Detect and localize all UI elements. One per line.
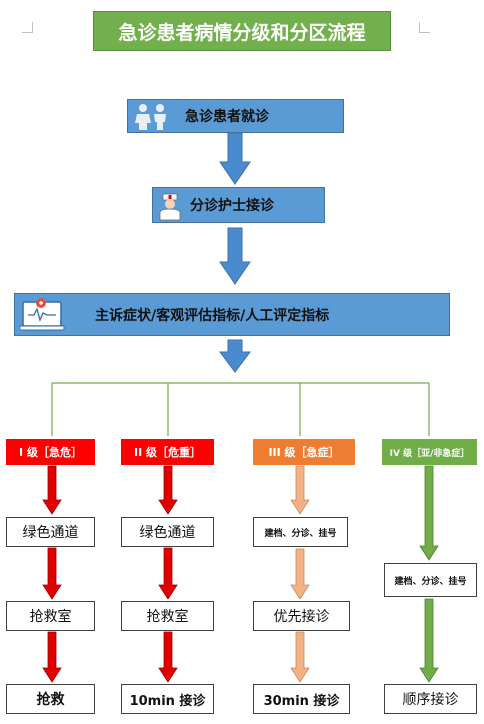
salmon-arrow (290, 631, 310, 683)
red-arrow (42, 465, 62, 515)
level-1-step-rescue: 抢救 (6, 684, 95, 714)
nurse-icon (159, 193, 181, 221)
red-arrow (158, 631, 178, 683)
level-3-step-priority: 优先接诊 (253, 601, 350, 631)
flow-step-label: 分诊护士接诊 (190, 198, 274, 214)
level-4-step-register: 建档、分诊、挂号 (384, 563, 477, 597)
monitor-icon (20, 298, 65, 331)
level-4-step-sequential: 顺序接诊 (384, 684, 477, 714)
green-arrow (419, 598, 439, 683)
page-corner-mark (419, 22, 430, 33)
flow-box-patient-visit: 急诊患者就诊 (127, 99, 344, 133)
level-2-header: II 级［危重］ (121, 439, 214, 465)
red-arrow (42, 547, 62, 600)
flow-box-assessment: 主诉症状/客观评估指标/人工评定指标 (14, 293, 450, 336)
flow-arrow (219, 339, 251, 373)
level-2-step-resus-room: 抢救室 (121, 601, 214, 631)
people-icon (135, 104, 166, 130)
flow-arrow (219, 227, 251, 285)
page-corner-mark (22, 22, 33, 33)
level-2-step-10min: 10min 接诊 (121, 684, 214, 714)
salmon-arrow (290, 548, 310, 600)
green-arrow (419, 465, 439, 561)
level-4-header: IV 级［亚/非急症］ (382, 439, 477, 465)
level-1-step-resus-room: 抢救室 (6, 601, 95, 631)
level-3-header: III 级［急症］ (253, 439, 355, 465)
red-arrow (158, 465, 178, 515)
flow-step-label: 急诊患者就诊 (185, 109, 269, 125)
flow-step-label: 主诉症状/客观评估指标/人工评定指标 (95, 307, 330, 324)
level-1-header: I 级［急危］ (6, 439, 95, 465)
flow-arrow (219, 132, 251, 185)
level-2-step-green-channel: 绿色通道 (121, 517, 214, 547)
diagram-title: 急诊患者病情分级和分区流程 (93, 11, 391, 51)
red-arrow (158, 547, 178, 600)
level-3-step-30min: 30min 接诊 (253, 684, 350, 714)
flow-box-triage-nurse: 分诊护士接诊 (152, 187, 325, 223)
salmon-arrow (290, 465, 310, 515)
level-1-step-green-channel: 绿色通道 (6, 517, 95, 547)
level-3-step-register: 建档、分诊、挂号 (253, 517, 348, 547)
red-arrow (42, 631, 62, 683)
